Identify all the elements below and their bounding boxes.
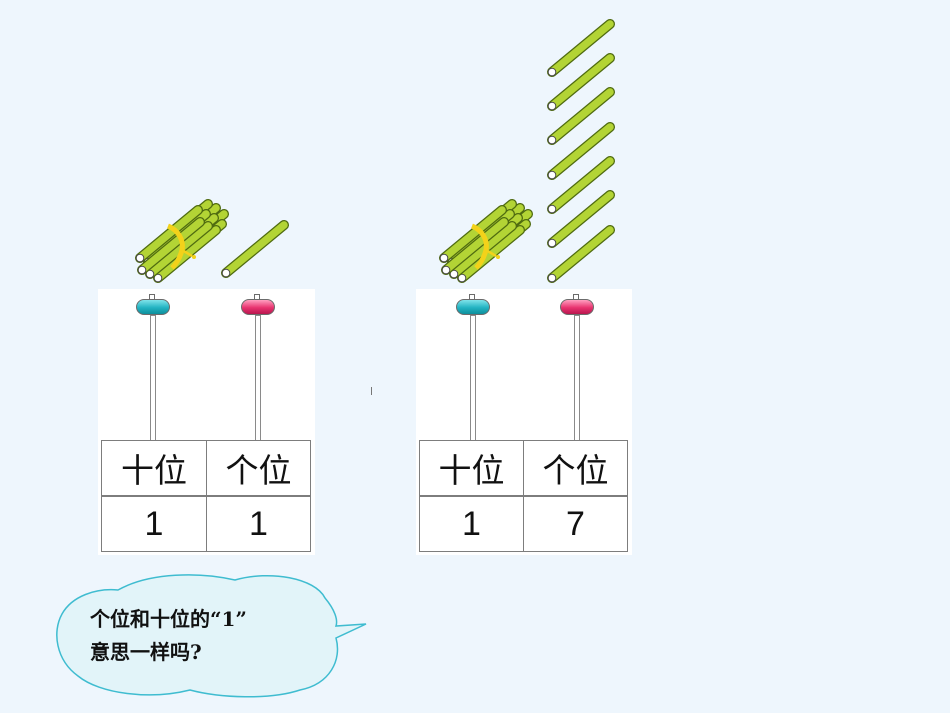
divider-mark [371,387,372,395]
right-abacus-panel: 十位 个位 1 7 [416,289,632,555]
bubble-line-2: 意思一样吗? [90,640,202,664]
tens-label: 十位 [419,440,524,496]
tens-rod-cap-icon [136,299,170,315]
ones-label: 个位 [206,440,311,496]
ones-value: 7 [523,496,628,552]
ones-value: 1 [206,496,311,552]
tens-value: 1 [419,496,524,552]
bubble-line-1: 个位和十位的“1” [90,607,247,631]
ones-label: 个位 [523,440,628,496]
left-abacus-panel: 十位 个位 1 1 [98,289,315,555]
ones-rod-cap-icon [560,299,594,315]
ones-rod-cap-icon [241,299,275,315]
bubble-text: 个位和十位的“1” 意思一样吗? [90,603,330,669]
tens-label: 十位 [101,440,207,496]
tens-rod-cap-icon [456,299,490,315]
tens-value: 1 [101,496,207,552]
